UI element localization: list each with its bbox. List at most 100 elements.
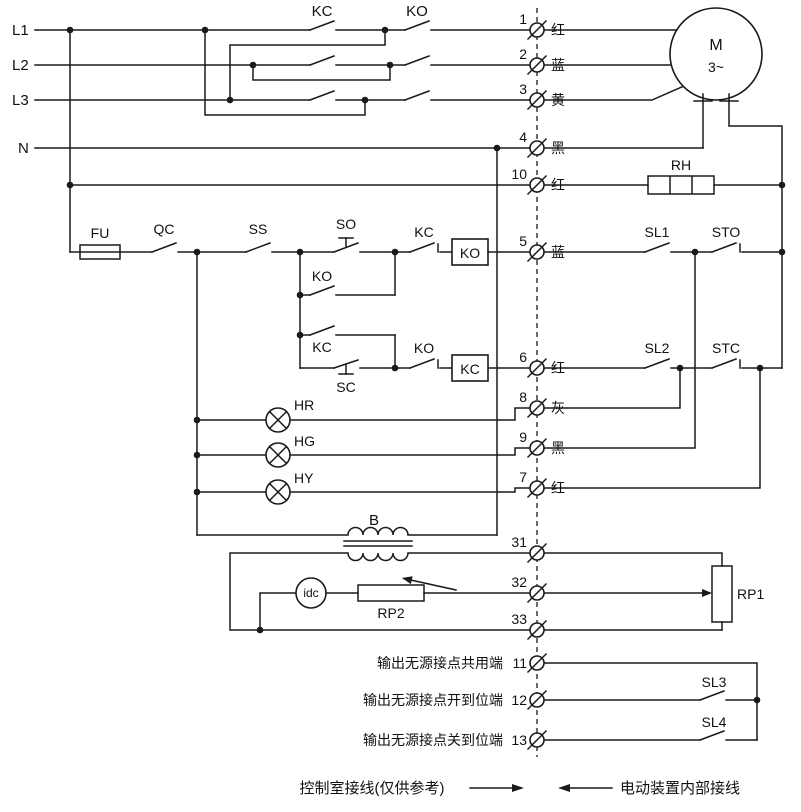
terminal-wire-color: 红 xyxy=(551,480,565,496)
terminal-number: 6 xyxy=(519,349,527,365)
contact-kc-interlock-label: KC xyxy=(414,224,433,240)
terminal-wire-color: 蓝 xyxy=(551,57,565,73)
terminal-wire-color: 蓝 xyxy=(551,244,565,260)
coil-ko xyxy=(451,238,489,266)
terminal-33: 33 xyxy=(511,611,548,641)
coil-ko-label: KO xyxy=(460,245,480,261)
terminal-number: 13 xyxy=(511,732,527,748)
limit-switch-sl4-label: SL4 xyxy=(702,714,727,730)
terminal-8: 8 灰 xyxy=(519,389,565,419)
terminal-5: 5 蓝 xyxy=(519,233,565,263)
terminal-1: 1 红 xyxy=(519,11,565,41)
phase-label-l1: L1 xyxy=(12,22,29,39)
actuator-internal-wiring xyxy=(543,242,783,741)
travel-switch-stc xyxy=(711,358,741,369)
contact-kc-interlock xyxy=(409,242,439,253)
heater-rh-body xyxy=(647,175,715,195)
limit-switch-sl1 xyxy=(644,242,670,253)
motor-phase-label: 3~ xyxy=(708,59,724,75)
limit-switch-sl2-label: SL2 xyxy=(645,340,670,356)
phase-label-l2: L2 xyxy=(12,57,29,74)
caption-actuator-internal: 电动装置内部接线 xyxy=(620,780,740,797)
terminal-32: 32 xyxy=(511,574,548,604)
control-open-circuit xyxy=(69,237,531,266)
terminal-number: 7 xyxy=(519,469,527,485)
component-labels: L1 L2 L3 N KC KO FU QC SS SO SC KO KC KC… xyxy=(12,3,764,730)
pushbutton-sc-label: SC xyxy=(336,379,355,395)
indicator-lamps xyxy=(196,251,531,536)
lamp-hg-label: HG xyxy=(294,433,315,449)
terminal-number: 10 xyxy=(511,166,527,182)
potentiometer-rp1 xyxy=(543,552,733,631)
terminal-wire-color: 红 xyxy=(551,177,565,193)
terminal-11: 11 输出无源接点共用端 xyxy=(377,652,548,674)
terminal-number: 31 xyxy=(511,534,527,550)
main-contactor-kc-contacts xyxy=(309,20,335,101)
motor-label: M xyxy=(709,37,722,54)
terminal-wire-color: 黑 xyxy=(551,140,565,156)
output-close-label: 输出无源接点关到位端 xyxy=(363,732,503,748)
transformer-b-label: B xyxy=(369,512,379,529)
terminal-7: 7 红 xyxy=(519,469,565,499)
lamp-hy xyxy=(265,479,291,505)
motor-circle xyxy=(669,7,763,101)
contact-ss xyxy=(245,242,271,253)
limit-switch-sl2 xyxy=(644,358,670,369)
terminal-wire-color: 灰 xyxy=(551,400,565,416)
terminal-number: 9 xyxy=(519,429,527,445)
transformer-b xyxy=(343,526,413,562)
heater-rh-label: RH xyxy=(671,157,691,173)
terminal-4: 4 黑 xyxy=(519,129,565,159)
terminal-number: 4 xyxy=(519,129,527,145)
control-close-circuit xyxy=(299,251,531,382)
travel-switch-stc-label: STC xyxy=(712,340,740,356)
terminal-9: 9 黑 xyxy=(519,429,565,459)
terminal-number: 12 xyxy=(511,692,527,708)
bottom-captions: 控制室接线(仅供参考) 电动装置内部接线 xyxy=(300,780,741,797)
idc-label: idc xyxy=(303,586,318,600)
terminal-wire-color: 红 xyxy=(551,22,565,38)
terminal-wire-color: 黑 xyxy=(551,440,565,456)
rheostat-rp2-label: RP2 xyxy=(377,605,404,621)
motor-thermal-protector xyxy=(693,93,783,186)
lamp-hy-label: HY xyxy=(294,470,314,486)
terminal-31: 31 xyxy=(511,534,548,564)
motor: M 3~ xyxy=(669,7,783,186)
contact-qc xyxy=(151,242,177,253)
power-rows xyxy=(34,20,704,149)
arrow-left-icon xyxy=(558,784,570,792)
lamp-hr-label: HR xyxy=(294,397,314,413)
main-contact-ko-label: KO xyxy=(406,3,428,20)
terminal-12: 12 输出无源接点开到位端 xyxy=(363,689,548,711)
travel-switch-sto xyxy=(711,242,741,253)
arrow-right-icon xyxy=(512,784,524,792)
coil-kc xyxy=(451,354,489,382)
transformer-circuit: idc xyxy=(196,147,531,631)
pushbutton-so-label: SO xyxy=(336,216,356,232)
contact-kc-seal-label: KC xyxy=(312,339,331,355)
junction-dots xyxy=(66,26,786,704)
limit-switch-sl4 xyxy=(699,730,725,741)
contact-ko-seal xyxy=(309,285,335,296)
terminal-number: 3 xyxy=(519,81,527,97)
contact-qc-label: QC xyxy=(154,221,175,237)
output-open-label: 输出无源接点开到位端 xyxy=(363,692,503,708)
fuse-fu-body xyxy=(79,244,121,260)
potentiometer-rp1-label: RP1 xyxy=(737,586,764,602)
travel-switch-sto-label: STO xyxy=(712,224,741,240)
terminal-number: 5 xyxy=(519,233,527,249)
lamp-hg xyxy=(265,442,291,468)
terminal-number: 1 xyxy=(519,11,527,27)
terminal-number: 2 xyxy=(519,46,527,62)
contact-kc-seal xyxy=(309,325,335,336)
pushbutton-so xyxy=(333,237,359,253)
main-contactor-ko-contacts xyxy=(404,20,430,101)
contact-ko-seal-label: KO xyxy=(312,268,332,284)
terminal-number: 11 xyxy=(512,655,527,671)
terminal-number: 32 xyxy=(511,574,527,590)
main-contact-kc-label: KC xyxy=(312,3,333,20)
limit-switch-sl3-label: SL3 xyxy=(702,674,727,690)
coil-kc-label: KC xyxy=(460,361,479,377)
terminal-6: 6 红 xyxy=(519,349,565,379)
